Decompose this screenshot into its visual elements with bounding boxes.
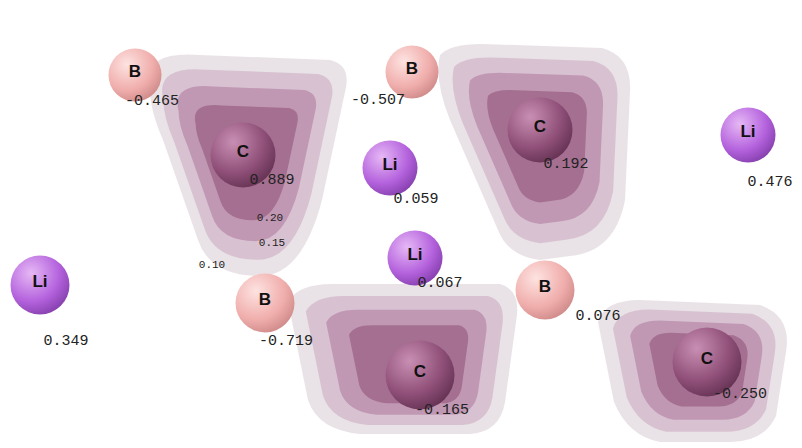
element-symbol: Li xyxy=(32,272,47,292)
atomic-charge: 0.889 xyxy=(249,172,294,189)
contour-layer xyxy=(453,57,618,243)
atomic-charge: -0.250 xyxy=(713,386,767,403)
element-symbol: B xyxy=(539,277,551,297)
element-symbol: Li xyxy=(740,122,755,142)
atomic-charge: 0.476 xyxy=(747,174,792,191)
atom-sphere: Li0.067 xyxy=(387,230,443,286)
contour-value: 0.10 xyxy=(199,259,225,271)
atomic-charge: 0.192 xyxy=(543,156,588,173)
contour-layer xyxy=(613,310,775,432)
contour-layer xyxy=(469,73,603,224)
contour-layer xyxy=(326,310,486,415)
atom-sphere: C-0.165 xyxy=(385,340,455,410)
atomic-charge: 0.067 xyxy=(417,275,462,292)
atomic-charge: 0.349 xyxy=(43,333,88,350)
contour-layer xyxy=(162,69,332,260)
atom-sphere: B0.076 xyxy=(515,260,575,320)
atomic-charge: -0.719 xyxy=(259,333,313,350)
atom-sphere: Li0.059 xyxy=(362,140,418,196)
contour-layer xyxy=(288,284,517,434)
element-symbol: Li xyxy=(382,155,397,175)
contour-layer xyxy=(195,105,298,220)
contour-value: 0.15 xyxy=(259,237,285,249)
atom-sphere: C0.889 xyxy=(210,122,276,188)
atomic-charge: 0.059 xyxy=(393,191,438,208)
atom-sphere: B-0.507 xyxy=(385,45,439,99)
atom-sphere: Li0.476 xyxy=(720,107,776,163)
atomic-charge: -0.465 xyxy=(125,93,179,110)
atomic-charge: -0.165 xyxy=(415,402,469,419)
element-symbol: C xyxy=(534,117,546,137)
atomic-charge: -0.507 xyxy=(351,92,405,109)
contour-layer xyxy=(306,296,503,425)
contour-layer xyxy=(598,300,787,442)
contour-layer xyxy=(149,54,347,276)
atom-sphere: B-0.719 xyxy=(235,273,295,333)
atom-sphere: B-0.465 xyxy=(108,48,162,102)
element-symbol: Li xyxy=(407,245,422,265)
contour-value: 0.20 xyxy=(257,212,283,224)
element-symbol: B xyxy=(129,62,141,82)
element-symbol: C xyxy=(414,362,426,382)
element-symbol: B xyxy=(259,290,271,310)
element-symbol: C xyxy=(237,142,249,162)
contour-layer xyxy=(630,320,762,419)
contour-layer xyxy=(487,90,587,202)
atom-sphere: Li0.349 xyxy=(10,255,70,315)
element-symbol: C xyxy=(701,349,713,369)
atom-sphere: C0.192 xyxy=(507,97,573,163)
element-symbol: B xyxy=(406,59,418,79)
atomic-charge: 0.076 xyxy=(575,308,620,325)
contour-layer xyxy=(438,44,630,260)
atom-sphere: C-0.250 xyxy=(672,327,742,397)
contour-layer xyxy=(178,86,317,241)
